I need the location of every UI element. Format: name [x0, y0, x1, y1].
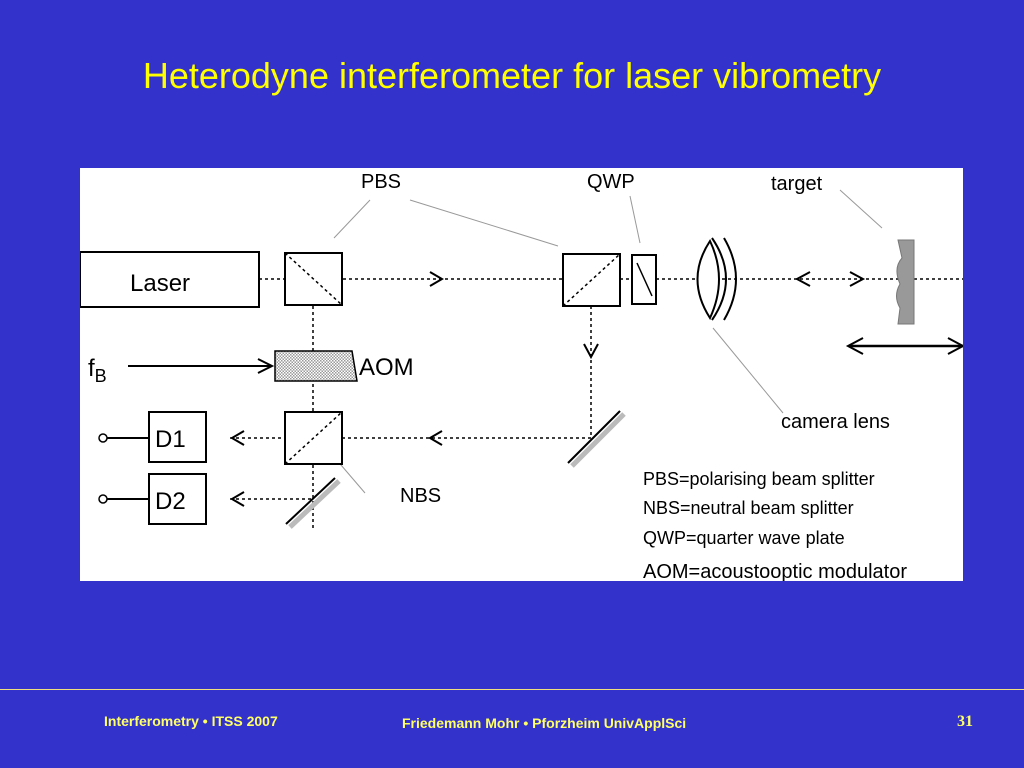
nbs-splitter — [284, 411, 343, 465]
legend-item-pbs: PBS=polarising beam splitter — [643, 469, 875, 489]
legend-item-nbs: NBS=neutral beam splitter — [643, 498, 854, 518]
slide-title: Heterodyne interferometer for laser vibr… — [142, 55, 882, 96]
quarter-wave-plate — [631, 254, 657, 305]
legend-item-qwp: QWP=quarter wave plate — [643, 528, 845, 548]
d1-label: D1 — [155, 426, 186, 453]
interferometer-diagram: PBS QWP target Laser — [80, 168, 963, 581]
nbs-label: NBS — [400, 485, 441, 507]
camera-lens-label: camera lens — [781, 411, 890, 433]
fb-label: fB — [88, 355, 107, 386]
pbs-splitter-1 — [284, 252, 343, 306]
aom-modulator — [274, 350, 358, 382]
beam-paths — [230, 278, 963, 528]
d2-label: D2 — [155, 488, 186, 515]
aom-label: AOM — [359, 354, 414, 381]
pbs-label: PBS — [361, 171, 401, 193]
mirror-bottom — [285, 477, 341, 529]
qwp-label: QWP — [587, 171, 635, 193]
target-surface — [896, 239, 915, 325]
mirror-right — [567, 410, 626, 468]
beam-arrows — [230, 271, 599, 507]
leader-lines — [333, 189, 883, 494]
footer-author: Friedemann Mohr • Pforzheim UnivApplSci — [402, 715, 687, 731]
pbs-splitter-2 — [562, 253, 621, 307]
fb-signal-arrow — [257, 358, 275, 374]
laser-label: Laser — [130, 270, 190, 297]
vibration-arrows — [794, 271, 963, 355]
camera-lens — [696, 237, 737, 321]
target-label: target — [771, 173, 823, 195]
detector-d1 — [98, 411, 207, 463]
detector-d2 — [98, 473, 207, 525]
footer-divider — [0, 689, 1024, 690]
page-number: 31 — [957, 713, 973, 730]
laser-box — [80, 251, 260, 308]
legend-item-aom: AOM=acoustooptic modulator — [643, 561, 907, 581]
footer-course: Interferometry • ITSS 2007 — [104, 713, 278, 729]
